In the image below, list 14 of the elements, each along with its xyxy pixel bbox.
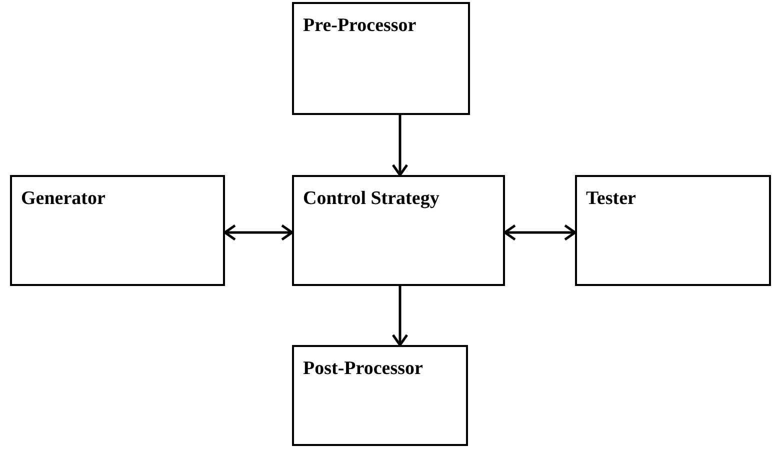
arrow [224,224,294,241]
box-label: Generator [21,187,106,211]
box-label: Pre-Processor [303,14,418,38]
process-box [575,175,771,286]
process-box [292,2,470,115]
arrow [504,224,576,241]
process-box [292,175,505,286]
box-label: Control Strategy [303,187,440,211]
process-box [10,175,225,286]
arrow [392,286,408,346]
process-box [292,345,468,446]
arrow [392,115,408,176]
box-label: Tester [586,187,637,211]
box-label: Post-Processor [303,357,424,381]
